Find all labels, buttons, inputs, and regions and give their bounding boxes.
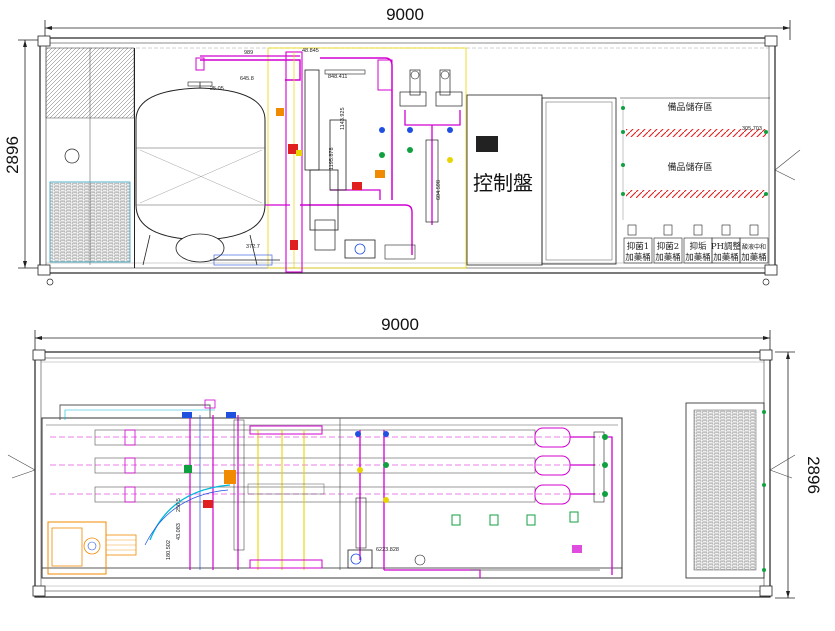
bottom-width-dimension: 9000	[34, 315, 771, 352]
dim-989: 989	[244, 50, 253, 56]
dosing-tanks: 抑菌1 加藥桶 抑菌2 加藥桶 抑垢 加藥桶 PH調整 加藥桶	[623, 224, 769, 264]
dim-645-8: 645.8	[240, 76, 254, 82]
dosing-tank-label: 抑菌2	[657, 241, 679, 252]
dim-256-5: 256.5	[176, 498, 182, 512]
dim-848-411: 848.411	[328, 74, 347, 80]
dosing-tank-label: 抑垢	[689, 241, 707, 252]
door-panel-right	[541, 97, 617, 265]
top-view: 9000 2896	[3, 5, 801, 286]
dosing-tank: PH調整 加藥桶	[711, 224, 742, 264]
storage-area-label-2: 備品儲存區	[667, 161, 712, 173]
gauge-icon	[64, 148, 80, 164]
storage-area-label-1: 備品儲存區	[667, 101, 712, 113]
bottom-width-label: 9000	[381, 315, 419, 334]
ventilation-grille-bottom	[685, 402, 766, 579]
dim-48-845: 48.845	[302, 48, 319, 54]
dim-6223-828: 6223.828	[376, 547, 399, 553]
bottom-height-label: 2896	[804, 456, 823, 494]
dim-604-598: 604.598	[436, 180, 442, 200]
top-width-dimension: 9000	[44, 5, 791, 40]
dim-1195-878: 1195.878	[329, 147, 335, 170]
storage-area: 備品儲存區 備品儲存區 305.703	[620, 97, 801, 220]
dim-305-703: 305.703	[742, 126, 762, 132]
bottom-container-frame	[34, 351, 771, 598]
dosing-tank-sublabel: 加藥桶	[741, 252, 767, 263]
dosing-tank: 抑菌1 加藥桶	[623, 224, 653, 264]
control-panel: 控制盤	[466, 94, 543, 266]
ventilation-grille	[49, 181, 131, 263]
dim-180-502: 180.502	[166, 540, 172, 560]
top-height-dimension: 2896	[3, 39, 40, 269]
dosing-tank-label: 酸液中和	[742, 243, 766, 251]
ro-membrane	[50, 427, 600, 448]
ro-membranes	[50, 427, 613, 575]
dosing-tank: 酸液中和 加藥桶	[739, 224, 769, 264]
dim-372-7: 372.7	[246, 244, 260, 250]
storage-shelf-1	[626, 129, 766, 137]
storage-shelf-2	[626, 190, 766, 198]
dosing-tank: 抑菌2 加藥桶	[653, 224, 683, 264]
dosing-tank-sublabel: 加藥桶	[625, 252, 651, 263]
dim-25-05: 25.05	[210, 86, 224, 92]
piping-cluster-bottom	[59, 399, 600, 578]
filter-tank	[135, 81, 266, 266]
dosing-tank-sublabel: 加藥桶	[655, 252, 681, 263]
dosing-tank: 抑垢 加藥桶	[683, 224, 713, 264]
dosing-tank-sublabel: 加藥桶	[713, 252, 739, 263]
dim-43-083: 43.083	[176, 523, 182, 540]
dim-1143-925: 1143.925	[340, 107, 346, 130]
skid-frame	[41, 417, 623, 579]
top-container-frame	[39, 37, 776, 274]
ro-membrane	[50, 484, 600, 505]
bottom-height-dimension: 2896	[775, 351, 823, 599]
top-height-label: 2896	[3, 136, 22, 174]
piping-cluster-top	[195, 51, 463, 273]
control-panel-label: 控制盤	[473, 171, 533, 195]
dosing-tank-label: 抑菌1	[627, 241, 649, 252]
booster-pump-unit	[47, 521, 137, 575]
control-panel-display	[476, 136, 498, 152]
ro-membrane	[50, 455, 600, 476]
bottom-view: 9000 2896	[7, 315, 823, 599]
top-width-label: 9000	[386, 5, 424, 24]
dosing-tank-sublabel: 加藥桶	[685, 252, 711, 263]
dosing-tank-label: PH調整	[711, 241, 742, 252]
